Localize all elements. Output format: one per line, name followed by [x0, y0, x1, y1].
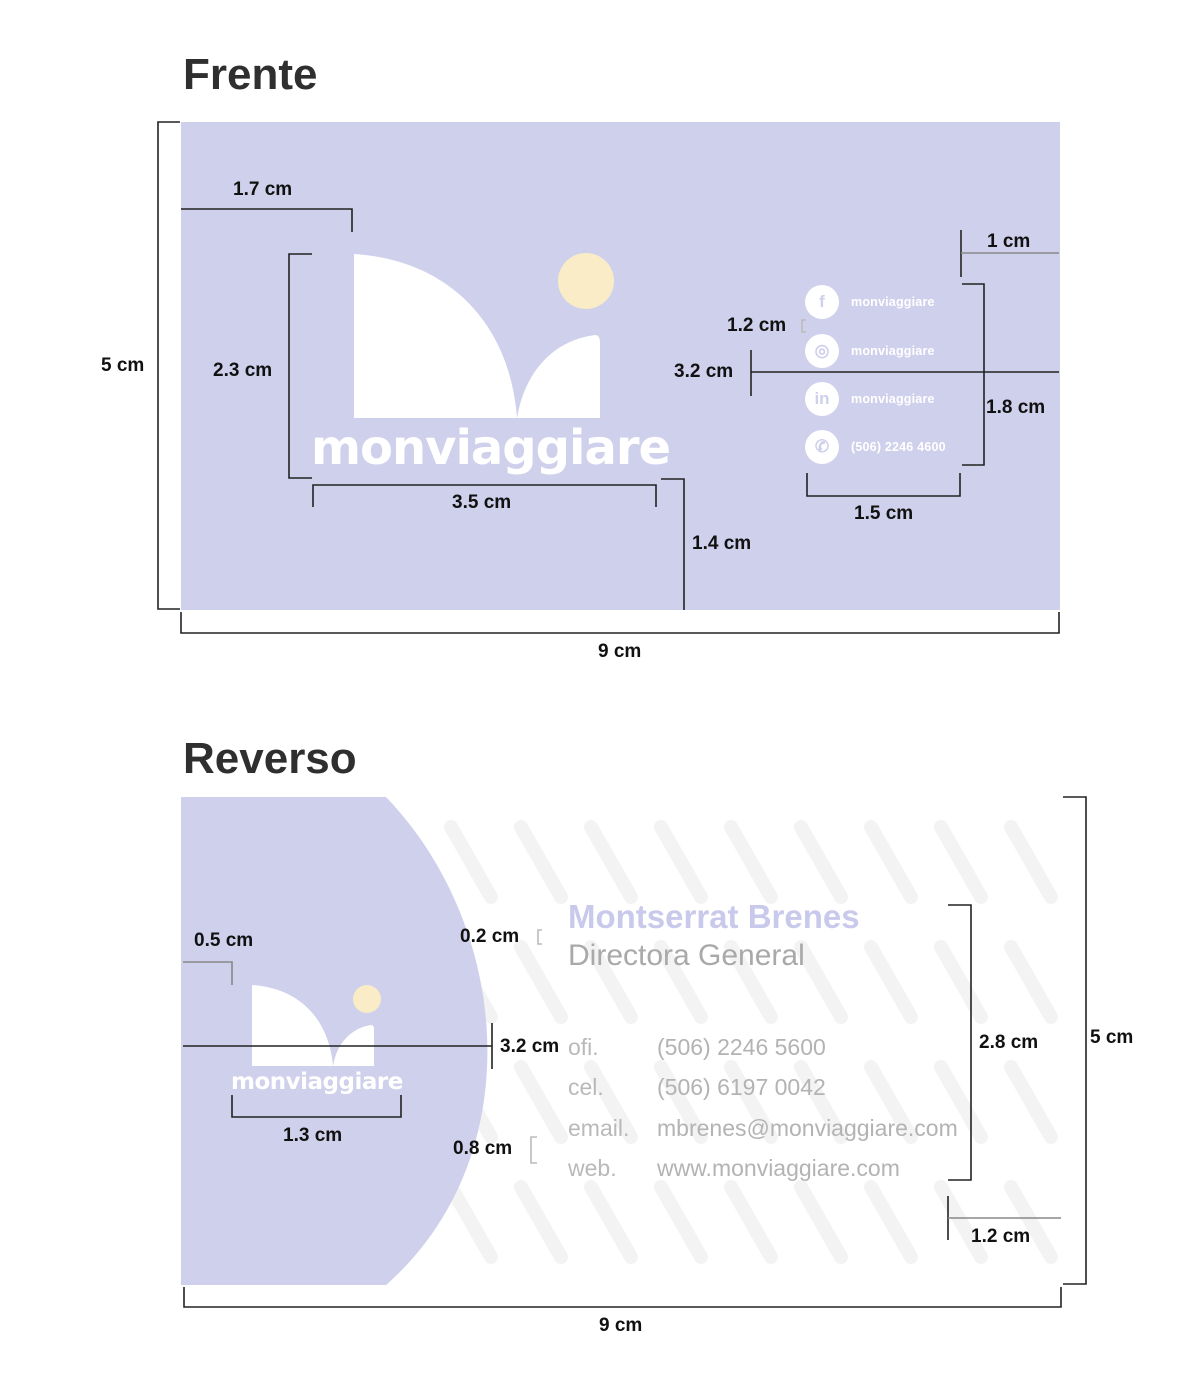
social-item-phone: ✆ (506) 2246 4600: [805, 429, 946, 465]
social-label: (506) 2246 4600: [851, 440, 946, 454]
front-social-height-label: 1.8 cm: [986, 397, 1046, 418]
back-section-title: Reverso: [183, 734, 357, 783]
front-social-width-label: 1.5 cm: [854, 503, 914, 524]
back-width-label: 9 cm: [599, 1315, 643, 1336]
social-label: monviaggiare: [851, 392, 935, 406]
front-logo-height-label: 2.3 cm: [213, 360, 273, 381]
front-wordmark: monviaggiare: [311, 420, 671, 476]
front-logo-gap-label: 1.4 cm: [692, 533, 752, 554]
back-top-gap-label: 0.2 cm: [460, 926, 520, 947]
front-logo-width-label: 3.5 cm: [452, 492, 512, 513]
front-height-label: 5 cm: [101, 355, 145, 376]
back-logo-width-label: 1.3 cm: [283, 1125, 343, 1146]
back-bottom-gap-label: 0.8 cm: [453, 1138, 513, 1159]
social-label: monviaggiare: [851, 295, 935, 309]
social-item-facebook: f monviaggiare: [805, 284, 935, 320]
sun-icon: [558, 253, 614, 309]
sun-icon: [353, 985, 381, 1013]
back-wordmark: monviaggiare: [231, 1069, 403, 1095]
front-card: [181, 122, 1060, 610]
front-dimension-lines: [157, 121, 1060, 634]
contact-value-cell: (506) 6197 0042: [657, 1074, 826, 1100]
linkedin-icon: in: [805, 382, 839, 416]
back-height-label: 5 cm: [1090, 1027, 1134, 1048]
back-pattern: [181, 797, 1058, 1285]
contact-role: Directora General: [568, 939, 805, 972]
front-logo-left-label: 1.7 cm: [233, 179, 293, 200]
back-center-label: 3.2 cm: [500, 1036, 560, 1057]
contact-label-office: ofi.: [568, 1034, 599, 1060]
back-info-height-label: 2.8 cm: [979, 1032, 1039, 1053]
contact-label-cell: cel.: [568, 1074, 604, 1100]
social-item-linkedin: in monviaggiare: [805, 381, 935, 417]
front-width-label: 9 cm: [598, 641, 642, 662]
contact-value-office: (506) 2246 5600: [657, 1034, 826, 1060]
back-bottom-right-label: 1.2 cm: [971, 1226, 1031, 1247]
facebook-icon: f: [805, 285, 839, 319]
back-logo-left-label: 0.5 cm: [194, 930, 254, 951]
contact-value-email: mbrenes@monviaggiare.com: [657, 1115, 958, 1141]
front-social-right-label: 1 cm: [987, 231, 1031, 252]
contact-label-web: web.: [568, 1155, 617, 1181]
phone-icon: ✆: [805, 430, 839, 464]
contact-name: Montserrat Brenes: [568, 898, 860, 935]
social-label: monviaggiare: [851, 344, 935, 358]
front-logo-mark: [354, 253, 614, 418]
front-section-title: Frente: [183, 50, 318, 99]
contact-label-email: email.: [568, 1115, 630, 1141]
social-item-instagram: ◎ monviaggiare: [805, 333, 935, 369]
front-social-spacing-label: 1.2 cm: [727, 315, 787, 336]
front-social-center-label: 3.2 cm: [674, 361, 734, 382]
contact-value-web: www.monviaggiare.com: [657, 1155, 900, 1181]
instagram-icon: ◎: [805, 334, 839, 368]
